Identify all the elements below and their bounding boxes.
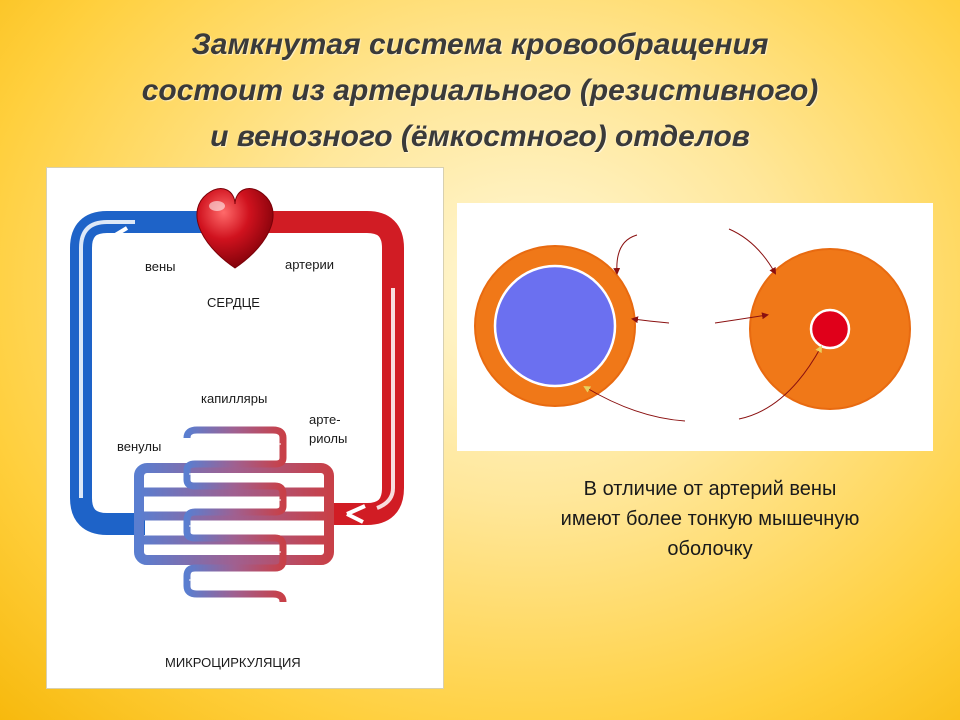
title-line-3: и венозного (ёмкостного) отделов bbox=[210, 120, 750, 153]
caption-line-3: оболочку bbox=[667, 538, 753, 560]
label-arteries: артерии bbox=[285, 257, 334, 272]
title-line-2: состоит из артериального (резистивного) bbox=[141, 74, 819, 107]
pointer-arrow-icon bbox=[583, 385, 686, 422]
vein-arrow-icon bbox=[97, 226, 129, 261]
circulation-diagram: вены артерии СЕРДЦЕ капилляры арте- риол… bbox=[70, 188, 404, 670]
artery-arrow-icon bbox=[346, 504, 366, 524]
pointer-arrow-icon bbox=[631, 316, 670, 324]
pointer-arrow-icon bbox=[728, 228, 776, 275]
vein-cross-section bbox=[474, 245, 636, 407]
caption-line-2: имеют более тонкую мышечную bbox=[560, 508, 860, 530]
slide-title: Замкнутая система кровообращения состоит… bbox=[0, 22, 960, 160]
pointer-arrow-icon bbox=[738, 345, 822, 420]
label-arterioles-1: арте- bbox=[309, 412, 341, 427]
title-line-1: Замкнутая система кровообращения bbox=[191, 28, 769, 61]
artery-cross-section bbox=[749, 248, 911, 410]
capillary-bed bbox=[134, 426, 334, 603]
label-arterioles-2: риолы bbox=[309, 431, 347, 446]
vein-loop bbox=[70, 211, 237, 535]
label-heart: СЕРДЦЕ bbox=[207, 295, 260, 310]
caption: В отличие от артерий вены имеют более то… bbox=[510, 474, 910, 564]
label-microcirculation: МИКРОЦИРКУЛЯЦИЯ bbox=[165, 655, 301, 670]
caption-line-1: В отличие от артерий вены bbox=[583, 478, 837, 500]
heart-icon bbox=[196, 188, 274, 269]
artery-loop bbox=[247, 211, 404, 525]
pointer-arrow-icon bbox=[613, 234, 638, 275]
vessel-comparison-diagram bbox=[474, 228, 911, 422]
label-capillaries: капилляры bbox=[201, 391, 267, 406]
circulation-diagram-panel: вены артерии СЕРДЦЕ капилляры арте- риол… bbox=[46, 167, 444, 689]
vessel-comparison-panel bbox=[457, 203, 933, 451]
label-venules: венулы bbox=[117, 439, 161, 454]
pointer-arrow-icon bbox=[714, 312, 769, 324]
label-veins: вены bbox=[145, 259, 176, 274]
